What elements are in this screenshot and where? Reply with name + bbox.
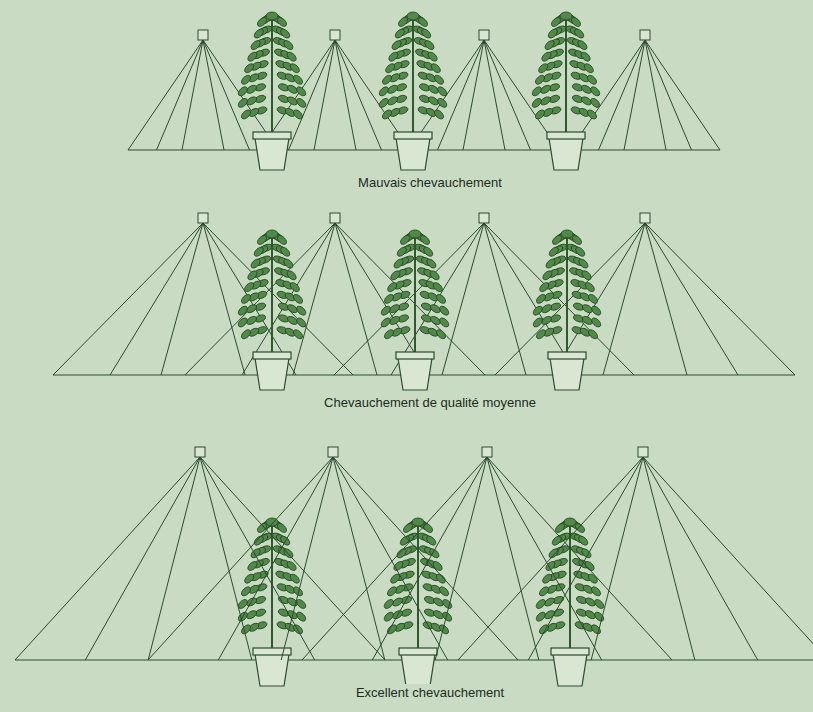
potted-plant xyxy=(532,230,603,390)
light-ray xyxy=(624,40,645,150)
light-ray xyxy=(495,223,645,375)
light-ray xyxy=(487,457,539,660)
lamp xyxy=(482,447,492,457)
light-ray xyxy=(599,40,646,150)
light-ray xyxy=(484,40,531,150)
potted-plant xyxy=(531,12,602,170)
light-ray xyxy=(203,223,245,375)
light-ray xyxy=(157,40,204,150)
light-ray xyxy=(242,223,335,375)
light-ray xyxy=(591,457,643,660)
light-ray xyxy=(645,223,738,375)
light-ray xyxy=(203,40,250,150)
light-ray xyxy=(333,457,448,660)
light-ray xyxy=(335,40,382,150)
light-ray xyxy=(643,457,695,660)
light-ray xyxy=(200,457,385,660)
light-ray xyxy=(645,40,720,150)
light-ray xyxy=(182,40,203,150)
light-ray xyxy=(645,223,795,375)
caption: Mauvais chevauchement xyxy=(354,174,506,192)
light-ray xyxy=(200,457,315,660)
lamp xyxy=(479,213,489,223)
light-ray xyxy=(200,457,252,660)
light-ray xyxy=(314,40,335,150)
light-ray xyxy=(281,457,333,660)
potted-plant xyxy=(237,12,308,170)
lamp xyxy=(330,30,340,40)
light-ray xyxy=(128,40,203,150)
light-ray xyxy=(333,457,385,660)
lighting-row xyxy=(53,213,795,390)
light-ray xyxy=(110,223,203,375)
light-ray xyxy=(203,223,353,375)
light-ray xyxy=(148,457,200,660)
light-ray xyxy=(85,457,200,660)
light-ray xyxy=(458,457,643,660)
light-ray xyxy=(528,457,643,660)
light-ray xyxy=(391,223,484,375)
light-ray xyxy=(333,457,518,660)
light-ray xyxy=(203,223,296,375)
lamp xyxy=(198,213,208,223)
caption: Excellent chevauchement xyxy=(352,684,508,702)
light-ray xyxy=(645,40,692,150)
potted-plant xyxy=(383,518,454,686)
potted-plant xyxy=(237,518,308,686)
light-ray xyxy=(484,223,526,375)
light-ray xyxy=(463,40,484,150)
potted-plant xyxy=(380,230,451,390)
light-ray xyxy=(442,223,484,375)
lamp xyxy=(640,213,650,223)
light-ray xyxy=(185,223,335,375)
light-ray xyxy=(203,40,224,150)
lamp xyxy=(328,447,338,457)
light-ray xyxy=(643,457,813,660)
light-ray xyxy=(218,457,333,660)
lamp xyxy=(198,30,208,40)
light-ray xyxy=(487,457,602,660)
lighting-row xyxy=(128,12,720,170)
lamp xyxy=(330,213,340,223)
light-ray xyxy=(53,223,203,375)
lamp xyxy=(638,447,648,457)
light-ray xyxy=(487,457,672,660)
light-ray xyxy=(372,457,487,660)
lamp xyxy=(479,30,489,40)
light-ray xyxy=(484,40,505,150)
light-ray xyxy=(302,457,487,660)
light-ray xyxy=(335,223,485,375)
lighting-row xyxy=(15,447,813,686)
light-ray xyxy=(603,223,645,375)
lamp xyxy=(640,30,650,40)
light-ray xyxy=(161,223,203,375)
potted-plant xyxy=(378,12,449,170)
light-ray xyxy=(334,223,484,375)
caption: Chevauchement de qualité moyenne xyxy=(320,394,540,412)
light-ray xyxy=(148,457,333,660)
light-ray xyxy=(645,40,666,150)
light-ray xyxy=(643,457,758,660)
lamp xyxy=(195,447,205,457)
light-ray xyxy=(645,223,687,375)
light-ray xyxy=(435,457,487,660)
light-ray xyxy=(15,457,200,660)
light-ray xyxy=(484,223,634,375)
light-ray xyxy=(335,40,356,150)
potted-plant xyxy=(237,230,308,390)
